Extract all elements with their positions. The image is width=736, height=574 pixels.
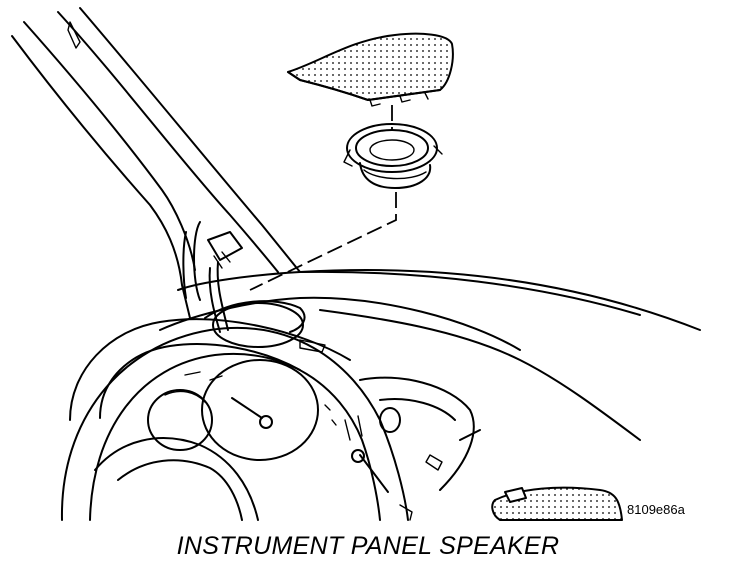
speaker-icon <box>344 124 442 188</box>
lower-right-component <box>492 488 622 520</box>
speaker-grille-icon <box>288 34 453 106</box>
gauge-icon <box>70 319 388 492</box>
steering-wheel-icon <box>62 328 412 520</box>
windshield-pillar <box>12 8 700 330</box>
wire-connector-icon <box>183 222 242 332</box>
figure-reference-code: 8109e86a <box>627 502 685 517</box>
dashboard-right-panel <box>360 378 480 490</box>
dashboard-top <box>160 298 640 440</box>
install-guide-line <box>250 105 396 290</box>
figure-caption: INSTRUMENT PANEL SPEAKER <box>176 532 560 560</box>
